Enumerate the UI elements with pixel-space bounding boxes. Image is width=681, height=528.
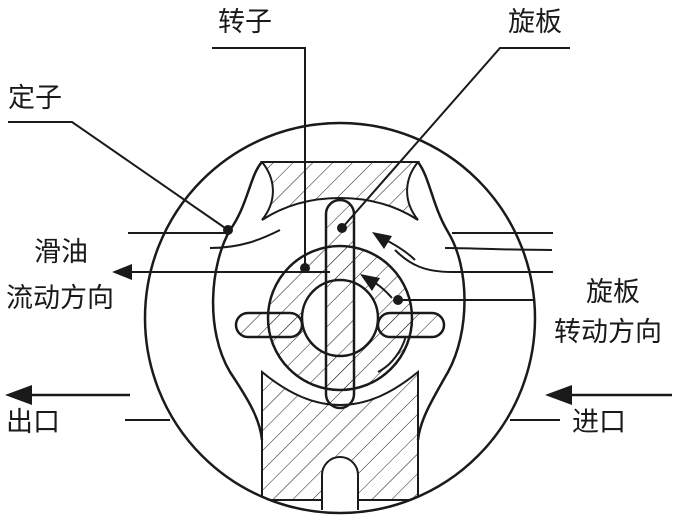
- vane-label: 旋板: [508, 7, 562, 38]
- rotation-arrowhead-outer: [372, 232, 392, 249]
- rotation-arrowhead-inner: [360, 274, 380, 291]
- inlet-arrowhead: [545, 385, 572, 405]
- rotor-label: 转子: [218, 7, 272, 38]
- outlet-label: 出口: [6, 407, 60, 438]
- oil-flow-label-line1: 滑油: [34, 237, 88, 268]
- stator-leader-line: [8, 121, 229, 231]
- vane-horizontal-left: [234, 311, 304, 339]
- rotor-leader-dot: [300, 263, 310, 273]
- vane-leader-dot: [337, 223, 347, 233]
- vane-vertical: [324, 198, 356, 410]
- outlet-arrowhead: [5, 385, 32, 405]
- stator-bottom-slot: [321, 456, 359, 510]
- right-rotation-guide: [394, 249, 553, 273]
- right-flow-guide: [444, 232, 553, 251]
- stator-top-hatched: [259, 161, 421, 221]
- vane-leader-line: [341, 47, 570, 229]
- vane-rotation-leader-dot: [393, 295, 403, 305]
- oil-flow-label-line2: 流动方向: [6, 283, 114, 314]
- pump-body-outer-circle: [143, 121, 537, 515]
- inlet-label: 进口: [572, 407, 626, 438]
- stator-inner-boundary: [211, 161, 264, 441]
- left-flow-guide: [128, 229, 281, 249]
- oil-flow-arrowhead: [112, 264, 132, 280]
- rotor-sweep-mark: [377, 335, 407, 373]
- stator-label: 定子: [8, 83, 62, 114]
- stator-leader-dot: [223, 225, 233, 235]
- vane-rotation-label-line2: 转动方向: [554, 317, 662, 348]
- vane-horizontal-right: [376, 311, 446, 339]
- rotor-leader-line: [212, 47, 306, 268]
- vane-rotation-label-line1: 旋板: [586, 277, 640, 308]
